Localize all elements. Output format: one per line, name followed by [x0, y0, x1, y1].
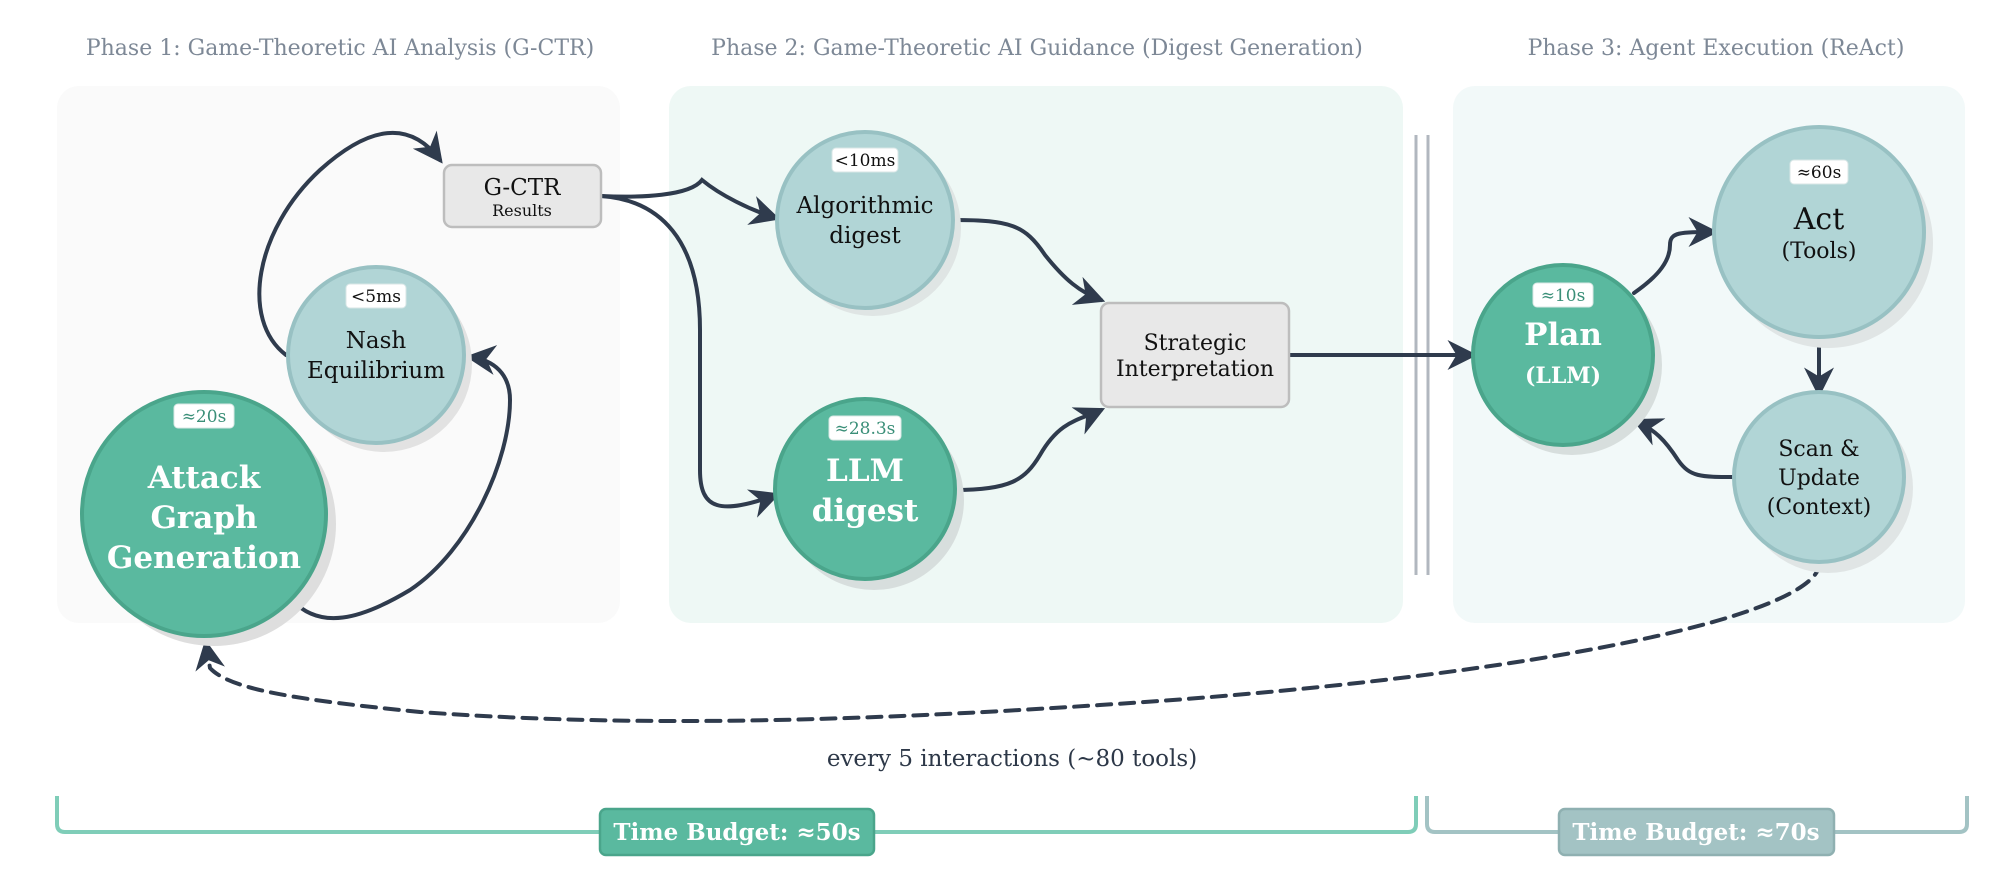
node-strategic-interpretation[interactable]: Strategic Interpretation [1099, 301, 1291, 409]
node-gctr-title: G-CTR [484, 175, 562, 201]
time-budget-label-2: Time Budget: ≈70s [1572, 819, 1819, 846]
node-scan-line-1: Scan & [1778, 437, 1859, 462]
node-nash-line-2: Equilibrium [307, 358, 445, 384]
arrow-algorithmic-to-strategic [952, 218, 1106, 305]
arrow-plan-to-act [1632, 217, 1719, 295]
arrow-gctr-to-llm [599, 194, 781, 518]
badge-llm [828, 415, 902, 441]
node-attack-line-3: Generation [107, 540, 301, 576]
arrow-feedback-loop [195, 560, 1822, 724]
node-algorithmic-line-2: digest [829, 223, 901, 249]
node-llm-digest[interactable]: ≈28.3s LLM digest [773, 397, 964, 590]
arrow-scan-to-plan [1631, 418, 1737, 479]
node-plan-title: Plan [1524, 317, 1602, 353]
arrow-gctr-to-algorithmic [599, 177, 781, 225]
badge-act [1789, 159, 1849, 185]
node-llm-line-2: digest [812, 493, 919, 529]
node-nash-line-1: Nash [346, 328, 407, 354]
time-budget-badge-2: Time Budget: ≈70s [1557, 807, 1836, 857]
node-gctr-subtitle: Results [492, 201, 552, 220]
time-budget-label-1: Time Budget: ≈50s [613, 819, 860, 846]
node-scan-line-3: (Context) [1767, 495, 1872, 520]
node-strategic-line-2: Interpretation [1116, 357, 1274, 382]
node-algorithmic-digest[interactable]: <10ms Algorithmic digest [775, 130, 961, 316]
badge-plan [1532, 282, 1594, 308]
phase-2-title: Phase 2: Game-Theoretic AI Guidance (Dig… [711, 36, 1363, 61]
node-algorithmic-line-1: Algorithmic [796, 193, 934, 219]
node-attack-line-2: Graph [150, 500, 257, 536]
node-act[interactable]: ≈60s Act (Tools) [1712, 125, 1933, 348]
node-attack-line-1: Attack [147, 460, 262, 496]
badge-algorithmic-text: <10ms [835, 151, 896, 171]
node-nash-equilibrium[interactable]: <5ms Nash Equilibrium [286, 265, 472, 452]
node-attack-graph[interactable]: ≈20s Attack Graph Generation [80, 390, 336, 646]
node-plan-subtitle: (LLM) [1525, 363, 1601, 389]
node-scan-update[interactable]: Scan & Update (Context) [1732, 390, 1913, 573]
arrow-llm-to-strategic [953, 407, 1106, 492]
arrow-nash-to-gctr [257, 130, 443, 357]
badge-nash-text: <5ms [351, 287, 401, 307]
badge-attack-text: ≈20s [182, 407, 227, 427]
phase-3-title: Phase 3: Agent Execution (ReAct) [1528, 36, 1905, 61]
node-plan[interactable]: ≈10s Plan (LLM) [1471, 263, 1662, 455]
node-gctr-results[interactable]: G-CTR Results [442, 163, 603, 229]
badge-attack [173, 403, 235, 429]
node-act-subtitle: (Tools) [1782, 239, 1857, 264]
arrow-attack-to-nash [290, 345, 513, 621]
badge-act-text: ≈60s [1797, 163, 1842, 183]
node-scan-line-2: Update [1778, 466, 1860, 491]
node-act-title: Act [1793, 202, 1845, 237]
feedback-loop-label: every 5 interactions (∼80 tools) [827, 746, 1197, 772]
phase-1-title: Phase 1: Game-Theoretic AI Analysis (G-C… [86, 36, 594, 61]
badge-algorithmic [831, 147, 899, 173]
badge-llm-text: ≈28.3s [835, 419, 896, 439]
badge-nash [345, 283, 407, 309]
badge-plan-text: ≈10s [1541, 286, 1586, 306]
node-strategic-line-1: Strategic [1144, 331, 1247, 356]
time-budget-badge-1: Time Budget: ≈50s [598, 807, 876, 857]
node-llm-line-1: LLM [826, 453, 904, 489]
